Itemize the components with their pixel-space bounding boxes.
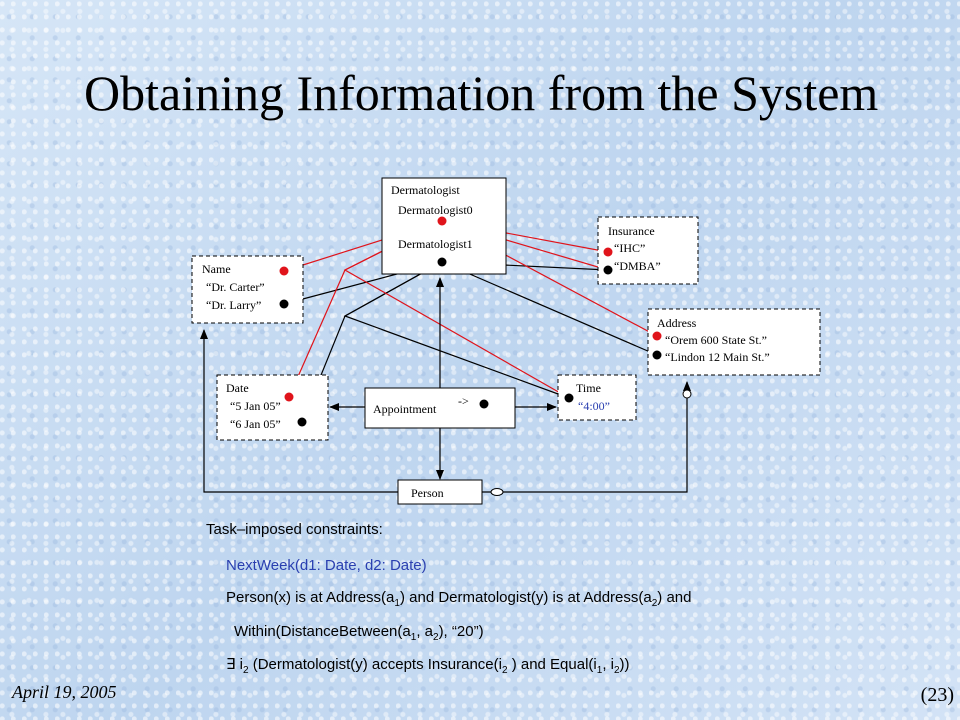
constraint-insurance-part: ) and Equal(i (507, 656, 597, 673)
time-value-0: “4:00” (578, 399, 610, 413)
dermatologist-value-1: Dermatologist1 (398, 237, 473, 251)
object-dots (279, 216, 662, 427)
constraint-distance: Within(DistanceBetween(a1, a2), “20”) (234, 623, 484, 643)
appointment-arrow-text: -> (458, 394, 469, 408)
dermatologist1-dot (437, 257, 447, 267)
slide-title: Obtaining Information from the System (84, 65, 879, 121)
link-derm1-time (343, 261, 570, 399)
address-value-1: “Lindon 12 Main St.” (665, 350, 770, 364)
insurance-value-1: “DMBA” (614, 259, 661, 273)
time-label: Time (576, 381, 601, 395)
constraint-distance-part: , a (416, 623, 433, 640)
constraint-address: Person(x) is at Address(a1) and Dermatol… (226, 589, 692, 609)
footer-date: April 19, 2005 (12, 682, 117, 702)
insurance-box: Insurance “IHC” “DMBA” (597, 216, 699, 285)
name-box: Name “Dr. Carter” “Dr. Larry” (191, 255, 304, 324)
address-lindon-dot (652, 350, 662, 360)
constraint-address-part: Person(x) is at Address(a (226, 589, 395, 606)
date-value-1: “6 Jan 05” (230, 417, 281, 431)
constraint-address-part: ) and Dermatologist(y) is at Address(a (399, 589, 652, 606)
constraint-insurance-part: , i (602, 656, 614, 673)
name-value-1: “Dr. Larry” (206, 298, 261, 312)
constraint-insurance-sub: 2 (501, 665, 508, 676)
page-number: (23) (920, 684, 954, 706)
address-value-0: “Orem 600 State St.” (665, 333, 767, 347)
appointment-label: Appointment (373, 402, 437, 416)
constraints-heading: Task–imposed constraints: (206, 521, 383, 538)
date-5jan-dot (284, 392, 294, 402)
insurance-dmba-dot (603, 265, 613, 275)
address-orem-dot (652, 331, 662, 341)
date-6jan-dot (297, 417, 307, 427)
insurance-label: Insurance (608, 224, 655, 238)
person-optional-circle (490, 488, 504, 496)
address-optional-circle (682, 389, 692, 399)
person-box: Person (397, 479, 483, 505)
insurance-value-0: “IHC” (614, 241, 645, 255)
constraint-insurance-sub: 2 (613, 665, 620, 676)
appointment-box: Appointment -> (364, 387, 516, 429)
constraint-address-part: ) and (657, 589, 692, 606)
person-to-name-arrow (200, 329, 398, 493)
dermatologist0-dot (437, 216, 447, 226)
date-box: Date “5 Jan 05” “6 Jan 05” (216, 374, 329, 441)
address-box: Address “Orem 600 State St.” “Lindon 12 … (647, 308, 821, 376)
address-label: Address (657, 316, 697, 330)
constraint-insurance: ∃ i2 (Dermatologist(y) accepts Insurance… (226, 655, 630, 676)
constraint-nextweek: NextWeek(d1: Date, d2: Date) (226, 557, 427, 574)
name-carter-dot (279, 266, 289, 276)
constraint-address-sub: 2 (651, 598, 658, 609)
date-value-0: “5 Jan 05” (230, 399, 281, 413)
constraint-distance-part: Within(DistanceBetween(a (234, 623, 411, 640)
person-to-address-arrow (482, 381, 691, 493)
structure-arrows (200, 277, 692, 496)
constraint-distance-sub: 2 (433, 632, 439, 643)
name-label: Name (202, 262, 231, 276)
name-larry-dot (279, 299, 289, 309)
constraint-insurance-part: (Dermatologist(y) accepts Insurance(i (248, 656, 502, 673)
person-label: Person (411, 486, 444, 500)
constraint-distance-part: ), “20”) (438, 623, 484, 640)
constraint-address-sub: 1 (394, 598, 400, 609)
name-value-0: “Dr. Carter” (206, 280, 265, 294)
time-4pm-dot (564, 393, 574, 403)
dermatologist-label: Dermatologist (391, 183, 460, 197)
constraint-insurance-part: )) (619, 656, 630, 673)
link-derm1-address (441, 261, 658, 356)
dermatologist-box: Dermatologist Dermatologist0 Dermatologi… (381, 177, 507, 275)
constraint-insurance-part: ∃ i (226, 656, 243, 673)
appointment-dot (479, 399, 489, 409)
constraint-insurance-sub: 1 (596, 665, 603, 676)
dermatologist-value-0: Dermatologist0 (398, 203, 473, 217)
insurance-ihc-dot (603, 247, 613, 257)
constraint-distance-sub: 1 (410, 632, 417, 643)
constraint-insurance-sub: 2 (242, 665, 249, 676)
date-label: Date (226, 381, 249, 395)
